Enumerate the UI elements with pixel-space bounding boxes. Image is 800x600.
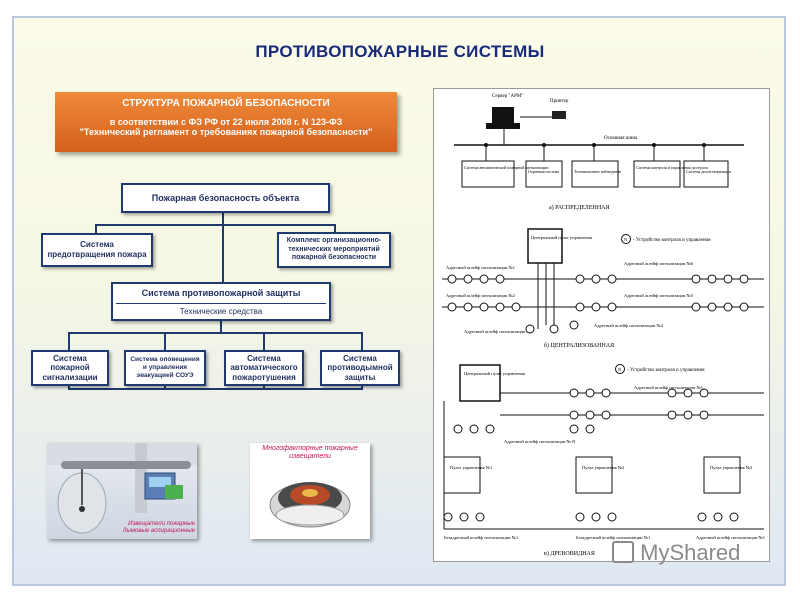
tree-leaf-alarm: Система пожарной сигнализации xyxy=(31,350,109,386)
tree-connector xyxy=(263,332,265,350)
page-title: ПРОТИВОПОЖАРНЫЕ СИСТЕМЫ xyxy=(255,42,545,61)
tree-connector xyxy=(95,224,335,226)
console-3-label: Пульт управления №3 xyxy=(710,465,753,470)
tree-connector xyxy=(222,213,224,225)
subsystem-security: Охранная система xyxy=(528,169,559,174)
subsystem-boxes xyxy=(461,160,729,188)
tree-connector xyxy=(164,332,166,350)
tree-connector xyxy=(68,332,70,350)
printer-icon xyxy=(552,111,566,119)
tree-protection-sub: Технические средства xyxy=(179,306,263,316)
tree-leaf-extinguishing: Система автоматического пожаротушения xyxy=(224,350,304,386)
loop-nodes-c xyxy=(453,388,709,434)
multifactor-detector-illustration xyxy=(269,482,351,528)
tree-measures: Комплекс организационно-технических меро… xyxy=(277,232,391,268)
legend-node xyxy=(621,234,631,244)
loop-cN-label: Адресный шлейф сигнализации №-N xyxy=(504,439,576,444)
loop-nodes-b xyxy=(447,274,749,334)
bus-label: Основная шина xyxy=(604,136,638,141)
structure-banner: СТРУКТУРА ПОЖАРНОЙ БЕЗОПАСНОСТИ в соотве… xyxy=(55,92,397,152)
subsystem-fire-alarm: Система автоматической пожарной сигнализ… xyxy=(464,165,549,170)
legend-label-b: - Устройство контроля и управления xyxy=(633,238,711,243)
legend-node-letter: N xyxy=(624,237,628,242)
loop1-label: Адресный шлейф сигнализации №1 xyxy=(446,265,515,270)
loop4-label: Адресный шлейф сигнализации №4 xyxy=(594,323,664,328)
server-label: Сервер "АРМ" xyxy=(492,94,523,99)
tree-connector xyxy=(361,386,363,390)
tree-connector xyxy=(164,386,166,390)
tree-connector xyxy=(222,224,224,282)
tree-connector xyxy=(361,332,363,350)
banner-heading: СТРУКТУРА ПОЖАРНОЙ БЕЗОПАСНОСТИ xyxy=(122,98,330,109)
nonaddressed-nodes xyxy=(443,512,739,522)
subsystem-access-control: Система контроля и управления доступом xyxy=(636,165,708,170)
banner-law: в соответствии с ФЗ РФ от 22 июля 2008 г… xyxy=(109,117,343,127)
tree-connector xyxy=(95,224,97,234)
tree-root: Пожарная безопасность объекта xyxy=(121,183,330,213)
tree-protection-label: Система противопожарной защиты xyxy=(141,288,301,298)
tree-connector xyxy=(263,386,265,390)
legend-node-c-letter: N xyxy=(618,367,622,372)
nonaddr-2-label: Безадресный шлейф сигнализации №1 xyxy=(576,535,650,540)
multifactor-detector-caption: Многофакторные пожарные извещатели xyxy=(262,445,358,461)
tree-connector xyxy=(334,224,336,234)
legend-label-c: - Устройство контроля и управления xyxy=(627,368,705,373)
printer-label: Принтер xyxy=(550,99,569,104)
subsystem-dispatch: Система диспетчеризации xyxy=(686,169,732,174)
tree-protection-divider xyxy=(116,302,326,304)
central-console-b xyxy=(527,228,563,264)
legend-node-c xyxy=(615,364,625,374)
nonaddr-1-label: Безадресный шлейф сигнализации №1 xyxy=(444,535,518,540)
console-2-label: Пульт управления №2 xyxy=(582,465,624,470)
keyboard-icon xyxy=(486,123,520,129)
watermark-text: MyShared xyxy=(640,540,741,565)
aspirating-detector-illustration xyxy=(47,443,197,534)
multifactor-detector-photo: Многофакторные пожарные извещатели xyxy=(250,443,370,539)
central-console-b-label: Центральный пульт управления xyxy=(531,235,592,240)
subsystem-cctv: Телевизионное наблюдение xyxy=(574,169,621,174)
aspirating-detector-photo: Извещатели пожарные дымовые аспирационны… xyxy=(47,443,197,539)
bus-drops xyxy=(485,145,705,161)
watermark: MyShared xyxy=(612,540,740,566)
loop5-label: Адресный шлейф сигнализации №5 xyxy=(624,293,694,298)
caption-tree: в) ДРЕВОВИДНАЯ xyxy=(544,550,595,557)
tree-connector xyxy=(220,320,222,332)
banner-regulation: "Технический регламент о требованиях пож… xyxy=(79,127,373,137)
tree-connector xyxy=(68,388,363,390)
tree-leaf-evacuation: Система оповещения и управления эвакуаци… xyxy=(124,350,206,386)
network-schemes-panel: Сервер "АРМ" Принтер Основная шина Систе… xyxy=(433,88,770,562)
bus-nodes xyxy=(484,143,706,147)
addr-1-label: Адресный шлейф сигнализации №1 xyxy=(696,535,765,540)
watermark-logo-icon xyxy=(612,541,634,563)
aspirating-detector-caption: Извещатели пожарные дымовые аспирационны… xyxy=(123,521,195,534)
caption-distributed: а) РАСПРЕДЕЛЕННАЯ xyxy=(549,204,610,211)
loop3-label: Адресный шлейф сигнализации №3 xyxy=(464,329,534,334)
loop2-label: Адресный шлейф сигнализации №2 xyxy=(446,293,515,298)
tree-leaf-smoke: Система противодымной защиты xyxy=(320,350,400,386)
network-schemes: Сервер "АРМ" Принтер Основная шина Систе… xyxy=(442,94,765,557)
tree-protection: Система противопожарной защиты Техническ… xyxy=(111,282,331,321)
caption-centralized: б) ЦЕНТРАЛИЗОВАННАЯ xyxy=(544,342,614,349)
remote-consoles xyxy=(443,456,741,494)
computer-icon xyxy=(492,107,514,123)
tree-prevention: Система предотвращения пожара xyxy=(41,233,153,267)
loop-c1-label: Адресный шлейф сигнализации №1 xyxy=(634,385,703,390)
tree-connector xyxy=(68,332,363,334)
central-console-c-label: Центральный пульт управления xyxy=(464,371,525,376)
loop6-label: Адресный шлейф сигнализации №6 xyxy=(624,261,694,266)
tree-connector xyxy=(68,386,70,390)
console-1-label: Пульт управления №1 xyxy=(450,465,492,470)
central-console-c xyxy=(459,364,501,402)
